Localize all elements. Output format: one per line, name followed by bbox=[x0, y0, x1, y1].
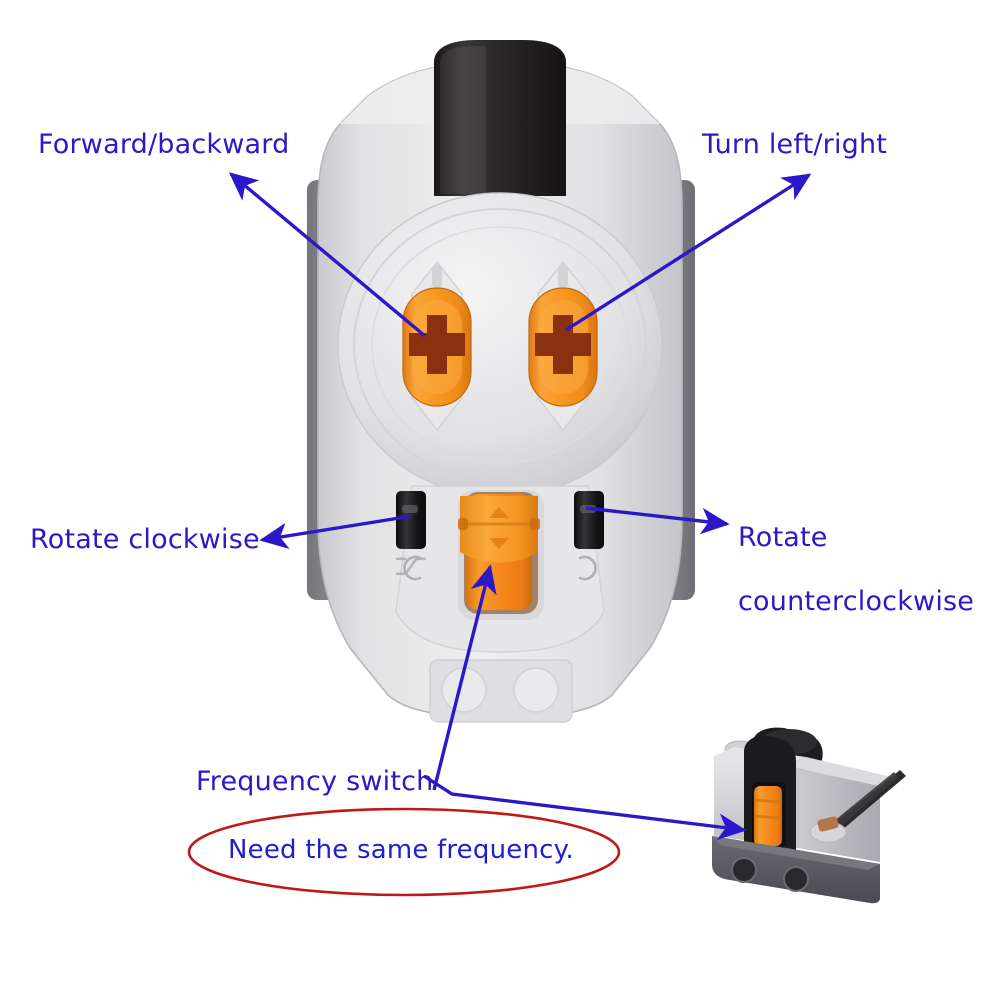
lever-right-top-slot bbox=[558, 264, 568, 288]
label-rotate-counterclockwise-line1: Rotate bbox=[738, 521, 828, 553]
arrow-rotate-counterclockwise bbox=[585, 506, 730, 535]
lever-left-top-slot bbox=[432, 264, 442, 288]
receiver-cable bbox=[809, 770, 906, 843]
frequency-dial-up-glyph-icon bbox=[489, 507, 509, 518]
annotation-arrows bbox=[228, 172, 812, 840]
remote-control-plate-inner-ring-2 bbox=[371, 226, 629, 464]
label-rotate-counterclockwise: Rotate counterclockwise bbox=[738, 490, 974, 649]
receiver-cable-strip-2 bbox=[828, 772, 899, 832]
remote-stud-2 bbox=[513, 667, 559, 713]
label-note-same-frequency: Need the same frequency. bbox=[228, 835, 574, 865]
lever-right-cross-recess bbox=[535, 315, 591, 374]
remote-ir-window-sheen bbox=[440, 46, 486, 194]
frequency-dial-side-notch-right bbox=[530, 518, 540, 530]
label-turn-left-right: Turn left/right bbox=[702, 129, 888, 160]
lever-left-cross-recess bbox=[409, 315, 465, 374]
receiver-pin-hole-2[interactable] bbox=[783, 866, 809, 892]
remote-rocker-left[interactable] bbox=[396, 491, 426, 549]
frequency-dial-side-notch-left bbox=[458, 518, 468, 530]
label-frequency-switch: Frequency switch bbox=[196, 766, 434, 797]
remote-control-plate-inner-ring bbox=[353, 208, 647, 482]
receiver-brick-right bbox=[786, 766, 880, 862]
note-highlight-ellipse bbox=[187, 807, 621, 897]
receiver-frequency-dial-ridge-1 bbox=[753, 798, 783, 804]
ir-remote-control[interactable]: ⌥ bbox=[307, 40, 695, 723]
remote-ir-window bbox=[434, 40, 566, 196]
arrow-turn-left-right bbox=[565, 173, 812, 332]
remote-lever-right-assembly[interactable] bbox=[528, 260, 598, 432]
frequency-dial-down-glyph-icon bbox=[489, 538, 509, 549]
receiver-cable-contacts bbox=[817, 816, 839, 832]
remote-stud-plate bbox=[429, 659, 573, 723]
arrow-frequency-switch-remote bbox=[432, 564, 497, 791]
label-rotate-clockwise: Rotate clockwise bbox=[30, 524, 260, 555]
rotate-counterclockwise-arc-icon bbox=[578, 555, 597, 581]
receiver-base-top-edge bbox=[712, 836, 880, 870]
arrow-rotate-clockwise bbox=[259, 514, 413, 550]
remote-lever-left-assembly[interactable] bbox=[402, 260, 472, 432]
frequency-dial-cap bbox=[460, 496, 538, 563]
receiver-brick-top-right bbox=[786, 757, 896, 786]
ir-receiver-module[interactable] bbox=[712, 727, 906, 904]
arrow-frequency-switch-receiver bbox=[423, 774, 747, 840]
arrow-forward-backward bbox=[228, 172, 427, 338]
remote-rocker-left-group[interactable]: ⌥ bbox=[394, 491, 429, 583]
receiver-frequency-dial-ridge-2 bbox=[753, 814, 783, 820]
remote-control-plate bbox=[337, 192, 663, 498]
receiver-pin-hole-1[interactable] bbox=[731, 857, 757, 883]
rotate-clockwise-arc-icon bbox=[403, 555, 422, 581]
rocker-left-highlight bbox=[402, 505, 418, 513]
remote-frequency-switch-group[interactable] bbox=[458, 490, 544, 620]
remote-rocker-right[interactable] bbox=[574, 491, 604, 549]
label-forward-backward: Forward/backward bbox=[38, 129, 290, 160]
label-rotate-counterclockwise-line2: counterclockwise bbox=[738, 585, 975, 617]
